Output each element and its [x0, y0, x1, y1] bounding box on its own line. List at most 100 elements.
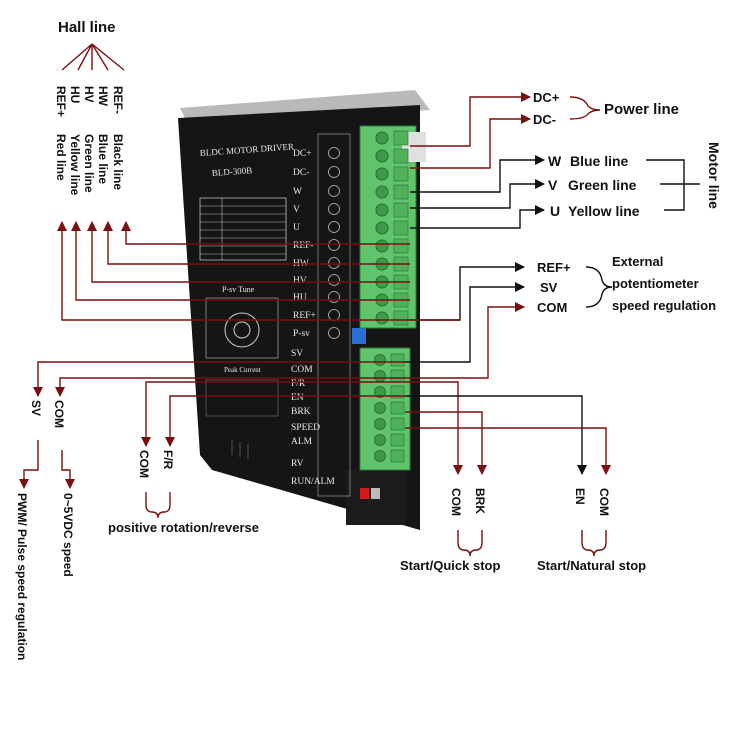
en-description: Start/Natural stop — [537, 558, 646, 573]
green-terminal-screw-icon — [375, 203, 389, 217]
wire-com — [55, 377, 405, 397]
terminal-label: RUN/ALM — [291, 477, 335, 487]
green-terminal-screw-icon — [374, 450, 386, 462]
wire-sv — [33, 361, 405, 397]
terminal-label: REF- — [293, 241, 314, 251]
wire-com-b — [405, 427, 611, 475]
wire-w — [410, 155, 545, 193]
terminal-label: ALM — [291, 437, 313, 447]
motor-v-pin: V — [548, 177, 558, 193]
terminal-screw-icon — [328, 291, 340, 303]
terminal-label: COM — [291, 365, 313, 375]
pot-sv-label: SV — [540, 280, 558, 295]
spec-table — [199, 197, 287, 261]
fr-label: F/R — [161, 450, 175, 470]
com-a-label: COM — [449, 488, 463, 516]
hall-pin-label: REF- — [111, 86, 125, 114]
wire-hv — [87, 221, 410, 283]
dc-minus-label: DC- — [533, 112, 556, 127]
green-terminal-slot — [393, 202, 409, 218]
wire-hw — [103, 221, 410, 265]
wire-ref-minus — [121, 221, 410, 245]
green-terminal-screw-icon — [374, 370, 386, 382]
hall-color-label: Blue line — [96, 134, 110, 184]
terminal-label: U — [293, 223, 300, 233]
brk-brace — [457, 530, 483, 557]
motor-line-title: Motor line — [706, 142, 722, 209]
hall-color-label: Green line — [82, 134, 96, 193]
green-terminal-screw-icon — [375, 239, 389, 253]
terminal-screw-icon — [328, 327, 340, 339]
terminal-label: RV — [291, 459, 304, 469]
terminal-screw-icon — [328, 166, 340, 178]
green-terminal-slot — [393, 310, 409, 326]
terminal-label: SV — [291, 349, 303, 359]
green-terminal-slot — [390, 385, 405, 399]
green-terminal-screw-icon — [375, 221, 389, 235]
terminal-label: P-sv — [293, 329, 310, 339]
terminal-label: HU — [293, 293, 307, 303]
hall-fan-2 — [77, 43, 93, 71]
pot-desc-3: speed regulation — [612, 298, 716, 313]
green-terminal-screw-icon — [375, 149, 389, 163]
hall-fan-1 — [61, 43, 93, 71]
pot-brace — [585, 266, 613, 308]
terminal-label: EN — [291, 393, 304, 403]
pwm-label: PWM/ Pulse speed regulation — [15, 493, 29, 660]
green-terminal-screw-icon — [375, 131, 389, 145]
motor-u-pin: U — [550, 203, 560, 219]
wire-com-ext — [405, 302, 525, 379]
hall-pin-label: HU — [68, 86, 82, 103]
hall-color-label: Yellow line — [68, 134, 82, 196]
wire-vdc — [61, 450, 75, 489]
terminal-screw-icon — [328, 257, 340, 269]
green-terminal-screw-icon — [374, 402, 386, 414]
wire-sv-ext — [405, 282, 525, 363]
green-terminal-slot — [393, 220, 409, 236]
terminal-screw-icon — [328, 239, 340, 251]
terminal-screw-icon — [328, 274, 340, 286]
wire-pwm — [19, 440, 39, 489]
led-grey — [371, 488, 380, 499]
wire-v — [410, 179, 545, 209]
wire-brk — [405, 411, 487, 475]
com2-label: COM — [137, 450, 151, 478]
vent-slots — [231, 440, 249, 459]
terminal-label: DC+ — [293, 149, 312, 159]
green-terminal-screw-icon — [374, 418, 386, 430]
psv-dial — [224, 312, 260, 348]
hall-pin-label: REF+ — [54, 86, 68, 117]
psv-panel-frame — [205, 297, 279, 359]
power-line-title: Power line — [604, 101, 679, 118]
pot-desc-1: External — [612, 254, 663, 269]
hall-fan-5 — [91, 43, 125, 71]
hall-pin-label: HV — [82, 86, 96, 103]
motor-v-color: Green line — [568, 177, 637, 193]
wire-fr — [165, 395, 405, 447]
hall-color-label: Red line — [54, 134, 68, 181]
motor-brace — [646, 159, 685, 211]
terminal-label: HV — [293, 276, 307, 286]
hall-fan-4 — [91, 43, 109, 71]
wire-com2 — [141, 381, 405, 447]
green-terminal-screw-icon — [375, 185, 389, 199]
wire-ref-plus — [57, 221, 460, 321]
green-terminal-slot — [393, 166, 409, 182]
terminal-screw-icon — [328, 147, 340, 159]
dc-plus-label: DC+ — [533, 90, 560, 105]
terminal-label: SPEED — [291, 423, 320, 433]
pot-com-label: COM — [537, 300, 567, 315]
en-label: EN — [573, 488, 587, 505]
brk-label: BRK — [473, 488, 487, 514]
wire-hu — [71, 221, 410, 301]
green-terminal-screw-icon — [374, 354, 386, 366]
motor-w-pin: W — [548, 153, 562, 169]
hall-pin-label: HW — [96, 86, 110, 107]
green-terminal-slot — [393, 238, 409, 254]
driver-model: BLD-300B — [211, 165, 252, 178]
terminal-screw-icon — [328, 185, 340, 197]
terminal-label: V — [293, 205, 300, 215]
green-terminal-screw-icon — [375, 167, 389, 181]
